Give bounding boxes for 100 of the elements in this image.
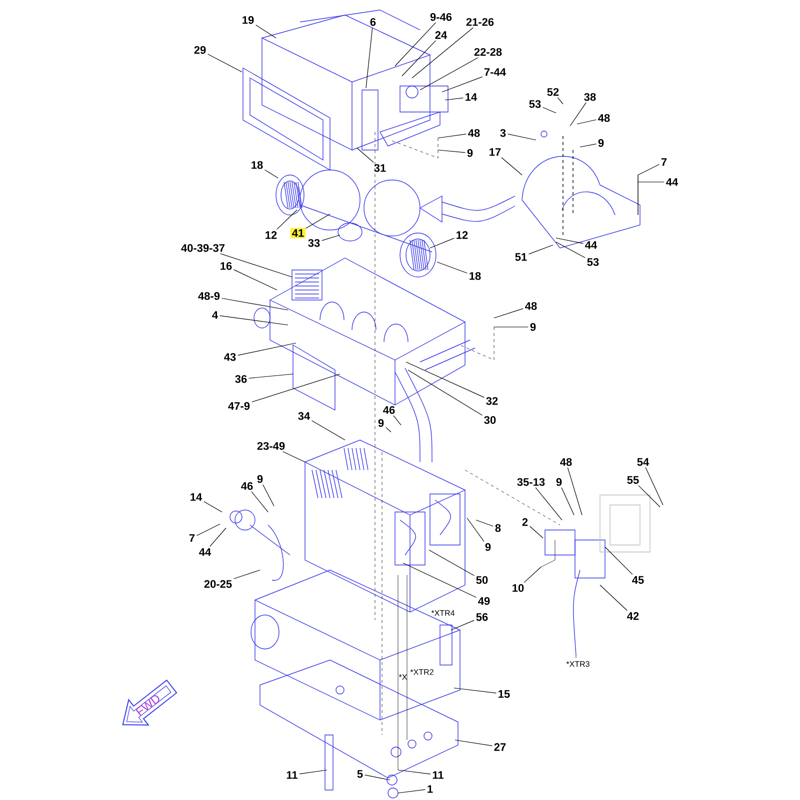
callout-number: 1 [428,785,433,793]
callout-number: 21-26 [466,18,494,26]
leader-line [430,238,454,248]
callout-number: 6 [370,18,376,26]
leader-line [466,518,484,542]
leader-line [556,238,584,244]
callout-number: 52 [547,88,559,96]
leader-line [454,688,496,694]
callout-number: 33 [308,239,320,247]
callout-number: 54 [637,458,650,466]
leader-line [567,467,582,516]
callout-number: 14 [466,93,478,101]
callout-number: 4 [212,311,218,319]
callout-number: 16 [220,262,232,270]
callout-number: 18 [470,272,481,280]
callout-number: 32 [486,397,498,405]
leader-line [638,164,660,176]
leader-line [638,485,660,508]
callout-number: 17 [490,148,501,156]
callout-number: 44 [199,548,212,556]
leader-line [600,584,628,611]
leader-line [570,102,586,126]
leader-line [220,253,292,278]
leader-line [210,528,226,547]
leader-line [196,524,220,536]
callout-number: 18 [252,161,263,169]
leader-line [393,415,402,426]
leader-line [264,170,278,178]
callout-number: 23-49 [257,442,285,450]
leader-line [366,27,373,88]
leader-line [442,76,483,92]
leader-line [312,420,346,440]
leader-line [428,550,474,576]
callout-number: 51 [515,253,527,261]
leader-line [454,740,492,746]
callout-number: 35-13 [517,478,545,486]
leader-line [276,210,298,230]
leader-line [507,134,536,140]
callout-number: 56 [476,613,488,621]
callout-number: 12 [266,231,277,239]
leader-line [204,501,222,512]
callout-number: 9-46 [430,13,452,21]
leader-line [306,214,330,229]
leader-line [356,148,374,163]
leader-line [576,119,596,124]
callout-number: 55 [627,476,639,484]
leader-line [234,269,278,290]
callout-number: 9 [530,323,536,331]
leader-line [604,546,633,575]
leader-line [208,54,242,72]
callout-number: 20-25 [204,580,232,588]
connector-label: *XTR2 [410,669,434,675]
leader-line [262,484,274,506]
callout-number: 43 [224,353,236,361]
leader-line [557,97,564,104]
leader-line [251,374,340,402]
callout-number: 48 [468,129,480,137]
connector-label: *X [398,674,408,680]
leader-line [438,134,466,138]
callout-number: 34 [298,412,310,420]
callout-number: 53 [529,100,541,108]
leader-line [494,308,524,318]
callout-number: 11 [432,771,444,779]
leader-line [402,562,476,598]
callout-number: 9 [467,149,473,157]
leader-line [282,451,306,462]
leader-line [406,362,484,398]
leader-line [412,27,474,78]
leader-line [248,374,294,379]
leader-line [476,520,494,527]
leader-line [251,491,268,512]
callout-number: 40-39-37 [181,244,225,252]
callout-number: 9 [485,543,491,551]
callout-number: 27 [494,743,506,751]
callout-number: 7 [661,158,667,166]
callout-number: 9 [556,478,562,486]
callout-number: 7-44 [484,68,506,76]
callout-number: 46 [383,406,395,414]
leader-line [450,620,474,630]
callout-number: 15 [498,690,510,698]
callout-number: 50 [476,576,488,584]
callout-number: 42 [627,612,639,620]
leader-line [556,242,586,258]
leader-line [645,467,664,506]
callout-number: 29 [194,46,206,54]
leader-line [299,770,328,774]
leader-line [444,98,464,100]
leader-line [398,770,431,774]
leader-line [528,244,554,254]
callout-number: 30 [484,416,496,424]
leader-line [436,262,468,274]
callout-number: 36 [235,375,247,383]
callout-number: 44 [666,178,678,186]
callout-number: 48 [560,458,572,466]
leader-line [364,774,390,780]
callout-number: 47-9 [228,402,250,410]
callout-number: 8 [495,524,501,532]
leader-line [524,566,542,583]
callout-number: 48-9 [198,292,220,300]
callout-number: 41 [290,228,306,238]
